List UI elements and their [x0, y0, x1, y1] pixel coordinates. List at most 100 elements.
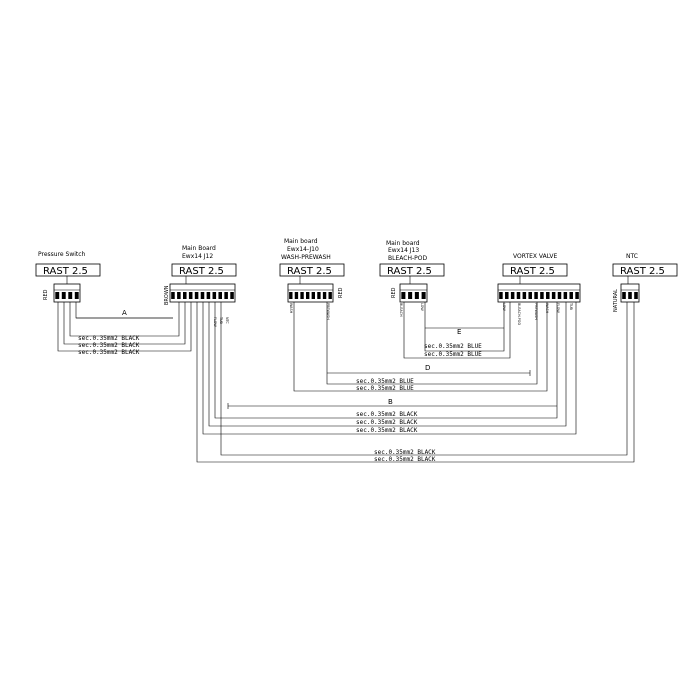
main-j12-rast-label: RAST 2.5: [179, 266, 224, 277]
main-j10-pin: [317, 292, 321, 299]
wire-d2-label: sec.0.35mm2 BLUE: [356, 385, 414, 392]
main-j12-pin: [230, 292, 234, 299]
vortex-pin: [505, 292, 509, 299]
ntc-pin: [628, 292, 632, 299]
vortex-pin: [534, 292, 538, 299]
ntc-pin: [634, 292, 638, 299]
main-j12-side-label: BROWN: [164, 285, 170, 305]
main-j10-pin: [322, 292, 327, 299]
ntc-connector: [620, 283, 640, 303]
main-j10-rast-box: RAST 2.5: [279, 263, 345, 284]
main-j12-connector: [169, 283, 236, 303]
main-j13-pin: [414, 292, 419, 299]
pressure-switch-rast-label: RAST 2.5: [43, 266, 88, 277]
main-j13-housing: [399, 283, 428, 303]
j10-pin-wash-label: WASH: [289, 303, 293, 314]
vortex-pin: [563, 292, 568, 299]
vortex-pin-tub-label: TUB: [569, 302, 573, 311]
pressure-switch-pin: [61, 292, 66, 299]
main-j10-pin: [300, 292, 304, 299]
j12-pin-ntc-label: NTC: [225, 317, 229, 324]
vortex-rast-box: RAST 2.5: [502, 263, 568, 284]
main-j12-title-1: Main Board: [182, 245, 216, 252]
main-j12-pin: [218, 292, 222, 299]
wire-b2-label: sec.0.35mm2 BLACK: [356, 419, 418, 426]
wire-bundle-ntc: [196, 302, 635, 463]
main-j10-pin: [328, 292, 332, 299]
vortex-pin: [499, 292, 503, 299]
vortex-title: VORTEX VALVE: [513, 253, 558, 260]
pressure-switch-connector: [53, 283, 81, 303]
pressure-switch-title: Pressure Switch: [38, 251, 86, 258]
vortex-pin-prewash-label: PREWASH: [534, 303, 538, 320]
main-j13-rast-box: RAST 2.5: [379, 263, 445, 284]
j13-pin-bleach-label: BLEACH: [399, 303, 403, 317]
pressure-switch-rast-box: RAST 2.5: [35, 263, 101, 284]
wire-a3-label: sec.0.35mm2 BLACK: [78, 349, 140, 356]
vortex-pin: [510, 292, 515, 299]
ntc-rast-label: RAST 2.5: [620, 266, 665, 277]
wire-bundle-b: B: [202, 302, 577, 435]
main-j12-pin: [194, 292, 199, 299]
main-j10-rast-label: RAST 2.5: [287, 266, 332, 277]
dimension-d-label: D: [425, 364, 430, 372]
pressure-switch-pin: [68, 292, 73, 299]
wire-bundle-a: [57, 302, 192, 352]
vortex-pin: [546, 292, 550, 299]
main-j13-rast-label: RAST 2.5: [387, 266, 432, 277]
wire-n2-label: sec.0.35mm2 BLACK: [374, 456, 436, 463]
j13-pin-low-label: LOW: [420, 303, 424, 311]
wire-b3-label: sec.0.35mm2 BLACK: [356, 427, 418, 434]
main-j12-pin: [171, 292, 175, 299]
j10-pin-prewash-label: PREWASH: [326, 303, 330, 320]
ntc-side-label: NATURAL: [613, 289, 619, 312]
main-j10-title-2: Ewx14-J10: [287, 246, 319, 253]
main-j12-pin: [206, 292, 211, 299]
wire-a2-label: sec.0.35mm2 BLACK: [78, 342, 140, 349]
main-j13-pin: [401, 292, 406, 299]
main-j10-pin: [306, 292, 310, 299]
main-j13-side-label: RED: [391, 287, 397, 298]
wire-a1-label: sec.0.35mm2 BLACK: [78, 335, 140, 342]
main-j10-title-3: WASH-PREWASH: [281, 254, 331, 261]
main-j12-pin: [188, 292, 193, 299]
vortex-pin: [528, 292, 532, 299]
vortex-pin-flow-label: FLOW: [556, 303, 560, 313]
main-j12-rast-box: RAST 2.5: [171, 263, 237, 284]
wire-d1-label: sec.0.35mm2 BLUE: [356, 378, 414, 385]
main-j12-pin: [183, 292, 187, 299]
vortex-pin-bleach-pod-label: BLEACH-POD: [517, 303, 521, 325]
dimension-a-label: A: [122, 309, 127, 317]
main-j10-pin: [294, 292, 299, 299]
main-j10-housing: [287, 283, 334, 303]
wire-e2-label: sec.0.35mm2 BLUE: [424, 351, 482, 358]
ntc-pin: [622, 292, 626, 299]
pressure-switch-pin: [55, 292, 60, 299]
wire-n1-label: sec.0.35mm2 BLACK: [374, 449, 436, 456]
main-j12-pin: [177, 292, 181, 299]
pressure-switch-side-label: RED: [43, 289, 49, 300]
vortex-pin: [551, 292, 556, 299]
vortex-pin: [522, 292, 527, 299]
main-j12-pin: [200, 292, 205, 299]
pressure-switch-housing: [53, 283, 81, 303]
vortex-connector: [497, 283, 581, 303]
main-j10-pin: [289, 292, 293, 299]
dimension-a: A: [76, 309, 173, 319]
main-j13-pin: [421, 292, 426, 299]
wire-e1-label: sec.0.35mm2 BLUE: [424, 343, 482, 350]
main-j12-pin: [212, 292, 217, 299]
main-j13-title-1: Main board: [386, 240, 420, 247]
wire-bundle-d: D: [293, 302, 548, 392]
vortex-pin: [540, 292, 544, 299]
dimension-e-label: E: [457, 328, 461, 336]
vortex-housing: [497, 283, 581, 303]
dimension-b-label: B: [388, 398, 393, 406]
vortex-pin: [557, 292, 562, 299]
ntc-rast-box: RAST 2.5: [612, 263, 678, 284]
main-j10-pin: [311, 292, 315, 299]
main-j12-pin: [224, 292, 228, 299]
main-j12-title-2: Ewx14 J12: [182, 253, 213, 260]
vortex-rast-label: RAST 2.5: [510, 266, 555, 277]
